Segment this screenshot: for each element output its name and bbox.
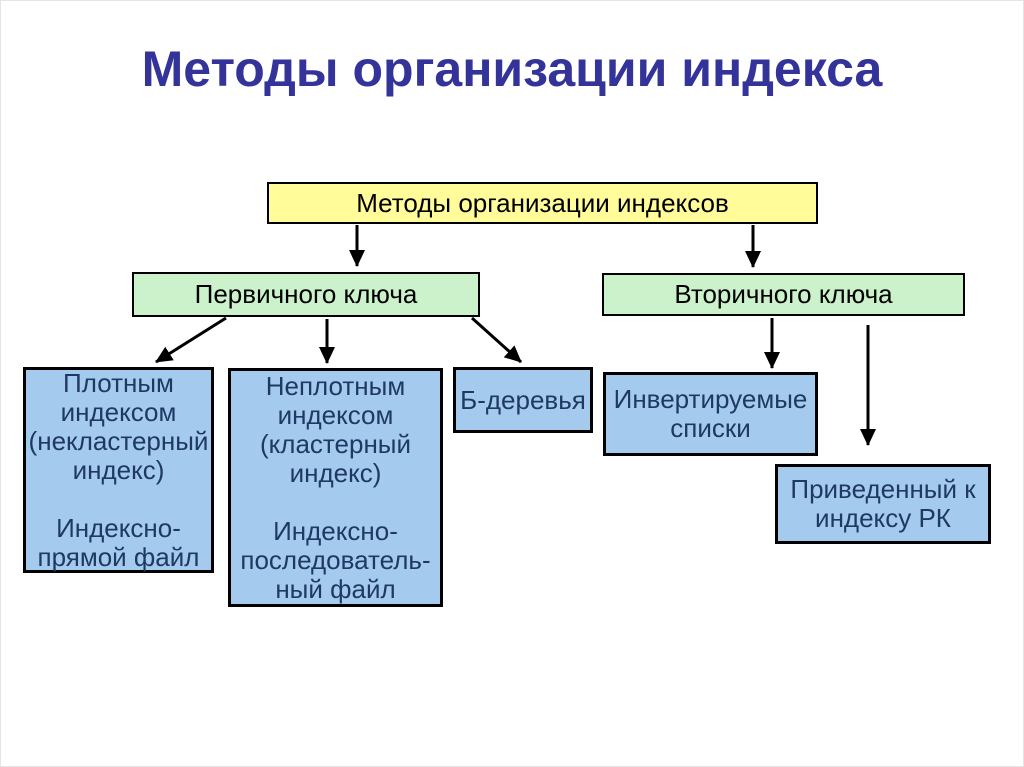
node-inverted-lists: Инвертируемые списки xyxy=(603,372,818,456)
node-dense-index: Плотным индексом (некластерный индекс) И… xyxy=(23,367,214,573)
node-primary-key: Первичного ключа xyxy=(132,272,480,317)
node-sparse-index: Неплотным индексом (кластерный индекс) И… xyxy=(228,368,443,607)
slide-title: Методы организации индекса xyxy=(141,41,883,97)
node-b-trees: Б-деревья xyxy=(453,367,593,433)
arrow-primary-to-dense xyxy=(155,316,227,364)
node-index-organization-methods: Методы организации индексов xyxy=(267,182,818,224)
node-reduced-to-pk-index: Приведенный к индексу РК xyxy=(775,464,991,544)
arrow-primary-to-btree xyxy=(470,316,523,364)
node-secondary-key: Вторичного ключа xyxy=(602,273,965,316)
